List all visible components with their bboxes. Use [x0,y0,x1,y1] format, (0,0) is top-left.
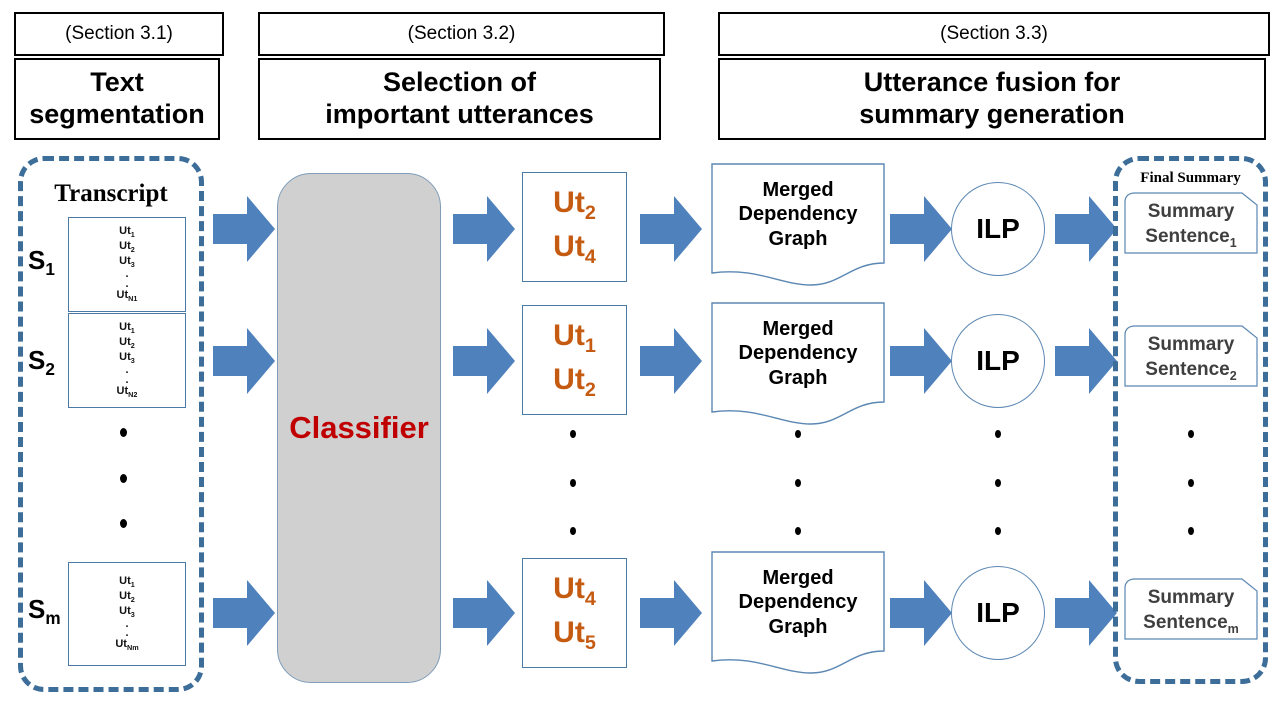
ellipsis-dot: . [125,627,129,640]
merged-dependency-graph-1: Merged Dependency Graph [711,163,885,288]
graph-vertical-ellipsis [793,430,803,535]
utterance-line: Ut3 [119,351,135,366]
section-tag-3-2: (Section 3.2) [258,12,665,56]
ellipsis-dot: . [125,364,129,377]
summary-sentence-box-1: Summary Sentence1 [1124,192,1258,254]
summary-sentence-box-m: Summary Sentencem [1124,578,1258,640]
ellipsis-dot: . [125,268,129,281]
section-tag-label: (Section 3.1) [65,23,173,44]
summary-vertical-ellipsis [1186,430,1196,535]
merged-graph-label: Merged Dependency Graph [738,567,858,638]
selected-utterances-box-m: Ut4 Ut5 [522,558,627,668]
selected-utterance: Ut1 [553,319,596,358]
utterance-line: Ut2 [119,589,135,604]
arrow-transcript-to-classifier-1 [213,196,275,262]
utterances-vertical-ellipsis [568,430,578,535]
utterance-line: Ut1 [119,574,135,589]
arrow-classifier-to-utterances-m [453,580,515,646]
ellipsis-dot: . [125,277,129,290]
utterance-line: Ut1 [119,321,135,336]
section-title-utterance-fusion: Utterance fusion for summary generation [718,58,1266,140]
arrow-ilp-to-summary-m [1055,580,1117,646]
arrow-utterances-to-graph-m [640,580,702,646]
merged-graph-label: Merged Dependency Graph [738,318,858,389]
summary-sentence-box-2: Summary Sentence2 [1124,325,1258,387]
arrow-ilp-to-summary-2 [1055,328,1117,394]
arrow-transcript-to-classifier-m [213,580,275,646]
section-title-label: Selection of important utterances [325,67,594,129]
utterance-line: Ut2 [119,240,135,255]
utterance-line: Ut1 [119,225,135,240]
transcript-heading: Transcript [54,180,168,207]
selected-utterance: Ut4 [553,572,596,611]
summary-sentence-label: Summary Sentence2 [1145,334,1237,383]
section-tag-3-3: (Section 3.3) [718,12,1270,56]
transcript-segment-box-2: Ut1 Ut2 Ut3 . . UtN2 [68,313,186,408]
segment-label-s1: S1 [28,245,55,280]
arrow-classifier-to-utterances-1 [453,196,515,262]
ilp-circle-1: ILP [951,182,1045,276]
utterance-line: Ut3 [119,604,135,619]
segment-label-s2: S2 [28,345,55,380]
final-summary-panel [1113,156,1268,684]
arrow-transcript-to-classifier-2 [213,328,275,394]
utterance-line-last: UtNm [115,638,139,653]
merged-dependency-graph-m: Merged Dependency Graph [711,551,885,676]
selected-utterance: Ut4 [553,230,596,268]
arrow-classifier-to-utterances-2 [453,328,515,394]
ilp-label: ILP [976,597,1020,628]
section-tag-label: (Section 3.2) [407,23,516,44]
ilp-circle-2: ILP [951,314,1045,408]
utterance-line: Ut2 [119,336,135,351]
selected-utterances-box-1: Ut2 Ut4 [522,172,627,282]
section-tag-3-1: (Section 3.1) [14,12,224,56]
transcript-vertical-ellipsis [118,428,128,528]
merged-graph-label: Merged Dependency Graph [738,179,858,250]
section-title-label: Text segmentation [29,67,205,129]
final-summary-heading: Final Summary [1140,170,1241,186]
arrow-utterances-to-graph-1 [640,196,702,262]
utterance-line-last: UtN1 [116,288,138,304]
ilp-label: ILP [976,345,1020,376]
selected-utterances-box-2: Ut1 Ut2 [522,305,627,415]
segment-label-sm: Sm [28,594,61,629]
arrow-graph-to-ilp-m [890,580,952,646]
transcript-segment-box-1: Ut1 Ut2 Ut3 . . UtN1 [68,217,186,312]
arrow-graph-to-ilp-2 [890,328,952,394]
merged-dependency-graph-2: Merged Dependency Graph [711,302,885,427]
arrow-ilp-to-summary-1 [1055,196,1117,262]
summary-sentence-label: Summary Sentence1 [1145,201,1237,250]
section-tag-label: (Section 3.3) [940,23,1048,44]
ellipsis-dot: . [125,373,129,386]
arrow-utterances-to-graph-2 [640,328,702,394]
ilp-circle-m: ILP [951,566,1045,660]
summary-sentence-label: Summary Sentencem [1143,587,1239,636]
section-title-text-segmentation: Text segmentation [14,58,220,140]
selected-utterance: Ut2 [553,363,596,401]
utterance-line: Ut3 [119,255,135,270]
arrow-graph-to-ilp-1 [890,196,952,262]
utterance-line-last: UtN2 [116,384,138,400]
classifier-box[interactable]: Classifier [277,173,441,683]
ilp-label: ILP [976,213,1020,244]
ilp-vertical-ellipsis [993,430,1003,535]
selected-utterance: Ut5 [553,616,596,654]
section-title-selection-of-important-utterances: Selection of important utterances [258,58,661,140]
classifier-label: Classifier [289,410,429,445]
transcript-segment-box-m: Ut1 Ut2 Ut3 . . UtNm [68,562,186,666]
section-title-label: Utterance fusion for summary generation [859,67,1125,129]
selected-utterance: Ut2 [553,186,596,225]
ellipsis-dot: . [125,617,129,630]
transcript-panel [18,156,204,692]
